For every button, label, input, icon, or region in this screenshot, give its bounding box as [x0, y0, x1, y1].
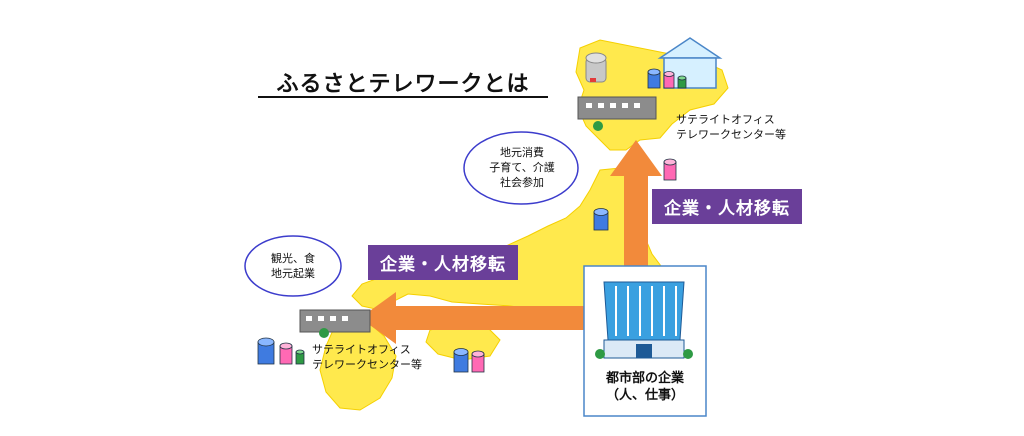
- relocation-label-north: 企業・人材移転: [652, 189, 802, 224]
- kyushu-region: [319, 315, 397, 411]
- bubble-north-line: 子育て、介護: [489, 161, 555, 174]
- skyscraper-icon: [595, 281, 693, 359]
- bubble-north: [463, 131, 579, 205]
- urban-company-line: 都市部の企業: [605, 371, 684, 386]
- relocation-label-west: 企業・人材移転: [368, 245, 518, 280]
- urban-company-box: [583, 265, 707, 417]
- bubble-north-line: 地元消費: [500, 146, 544, 159]
- satellite-north-label: サテライトオフィス テレワークセンター等: [676, 112, 786, 142]
- urban-company-label: 都市部の企業 （人、仕事）: [584, 370, 706, 404]
- bubble-west-line: 観光、食: [271, 252, 315, 265]
- satellite-north-line: テレワークセンター等: [676, 128, 786, 141]
- bubble-north-text: 地元消費 子育て、介護 社会参加: [474, 145, 570, 190]
- satellite-office-north: [577, 96, 657, 131]
- arrow-to-west: [360, 292, 592, 344]
- urban-company-line: （人、仕事）: [605, 388, 684, 403]
- bubble-west-text: 観光、食 地元起業: [252, 251, 334, 281]
- people-icon-shikoku: [453, 348, 485, 373]
- title-underline: [258, 96, 548, 98]
- bubble-west-line: 地元起業: [271, 267, 315, 280]
- satellite-west-label: サテライトオフィス テレワークセンター等: [312, 342, 422, 372]
- people-icon-north-2: [663, 158, 677, 181]
- people-icon-mid: [593, 208, 609, 231]
- satellite-north-line: サテライトオフィス: [676, 113, 775, 126]
- page-title: ふるさとテレワークとは: [276, 72, 530, 97]
- bubble-west: [244, 235, 342, 297]
- satellite-west-line: サテライトオフィス: [312, 343, 411, 356]
- bubble-north-line: 社会参加: [500, 176, 544, 189]
- satellite-office-west: [299, 309, 371, 338]
- satellite-west-line: テレワークセンター等: [312, 358, 422, 371]
- people-icon-north-1: [647, 68, 687, 89]
- silo-icon: [585, 52, 607, 83]
- arrow-to-north: [610, 140, 662, 274]
- people-icon-west: [257, 337, 305, 365]
